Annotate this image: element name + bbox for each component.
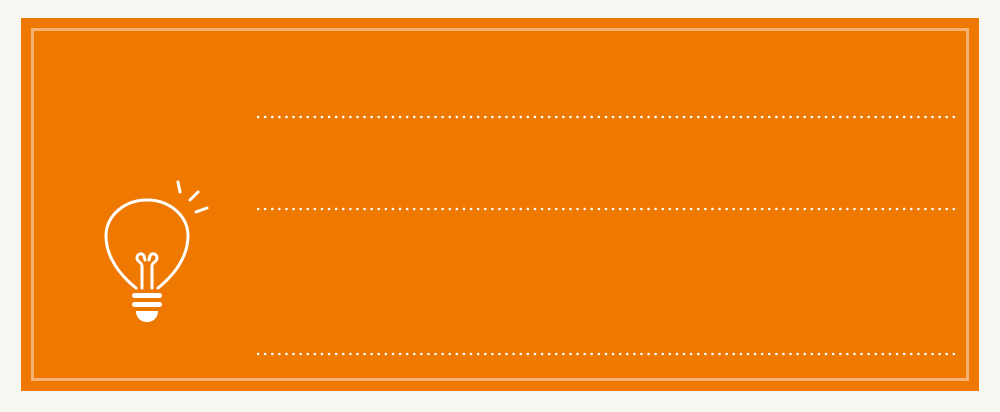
- dotted-writing-line: [257, 115, 957, 119]
- bulb-ray: [194, 206, 209, 214]
- dotted-writing-line: [257, 352, 957, 356]
- bulb-filament: [147, 252, 159, 290]
- bulb-filament: [135, 252, 147, 290]
- bulb-base-tip: [136, 311, 158, 322]
- bulb-ray: [176, 180, 182, 194]
- bulb-glass: [104, 198, 190, 290]
- bulb-base-ring: [132, 302, 162, 307]
- bulb-ray: [188, 190, 200, 202]
- card-inner-frame: [31, 28, 969, 381]
- dotted-writing-line: [257, 207, 957, 211]
- lightbulb-icon: [104, 180, 209, 322]
- memo-card: [21, 18, 979, 391]
- bulb-base-ring: [132, 293, 162, 298]
